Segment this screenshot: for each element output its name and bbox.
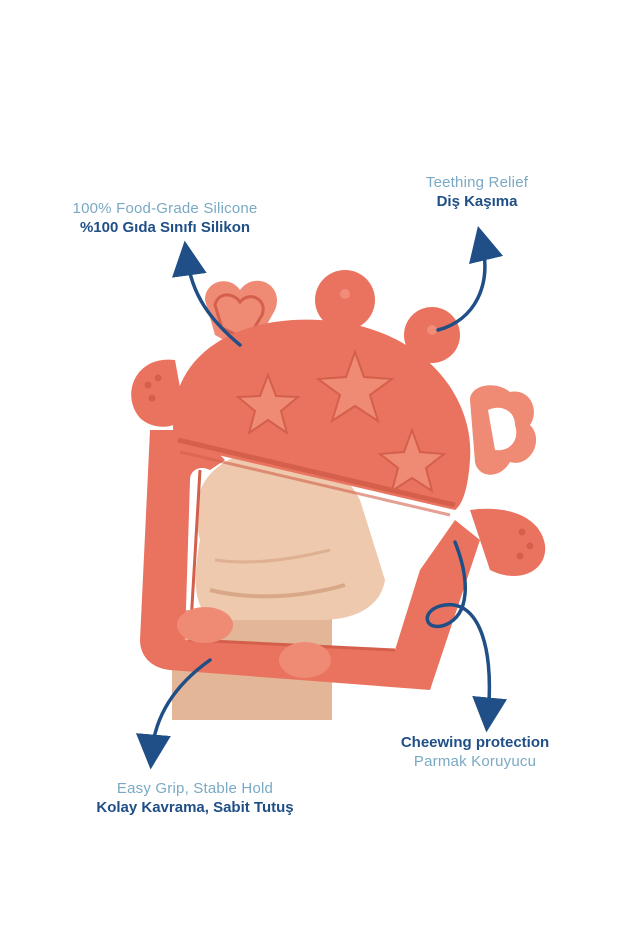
right-ear bbox=[470, 508, 546, 576]
arrow-icon bbox=[135, 658, 212, 770]
left-ear bbox=[131, 359, 185, 427]
arrow-icon bbox=[425, 540, 508, 733]
callout-en: Teething Relief bbox=[425, 174, 529, 191]
star-icon bbox=[377, 427, 447, 494]
star-icon bbox=[315, 349, 395, 424]
arrow-icon bbox=[436, 225, 504, 332]
callout-easy-grip: Easy Grip, Stable Hold Kolay Kavrama, Sa… bbox=[40, 780, 350, 818]
callout-en: Easy Grip, Stable Hold bbox=[116, 780, 274, 797]
cloud-ring-icon bbox=[470, 385, 537, 475]
callout-tr: Kolay Kavrama, Sabit Tutuş bbox=[96, 798, 294, 816]
callout-en: Cheewing protection bbox=[400, 734, 550, 751]
top-knobs bbox=[315, 270, 460, 363]
arrow-icon bbox=[172, 240, 242, 347]
callout-tr: Parmak Koruyucu bbox=[413, 752, 537, 770]
callout-teething-relief: Teething Relief Diş Kaşıma bbox=[392, 174, 562, 212]
callout-chewing-protection: Cheewing protection Parmak Koruyucu bbox=[370, 734, 580, 772]
callout-tr: Diş Kaşıma bbox=[436, 192, 518, 210]
handle-frame bbox=[140, 430, 480, 690]
star-icon bbox=[235, 372, 301, 436]
callout-tr: %100 Gıda Sınıfı Silikon bbox=[79, 218, 251, 236]
callout-en: 100% Food-Grade Silicone bbox=[72, 200, 258, 217]
callout-food-grade-silicone: 100% Food-Grade Silicone %100 Gıda Sınıf… bbox=[40, 200, 290, 238]
